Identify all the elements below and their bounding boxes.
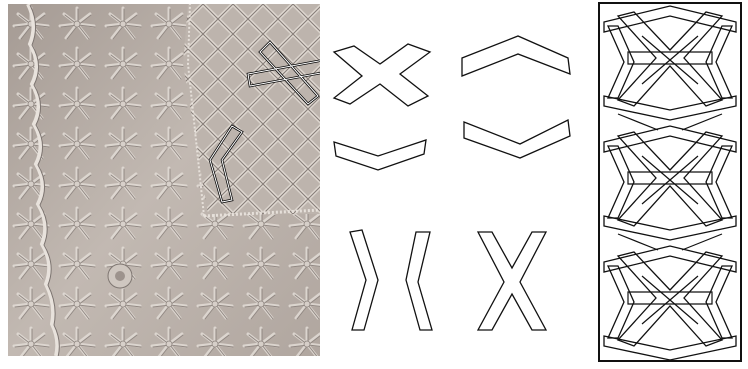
lower-chevron-motif-left bbox=[334, 140, 426, 170]
right-angle-bracket-motif bbox=[350, 230, 378, 330]
left-angle-bracket-motif bbox=[406, 232, 432, 330]
x-motif-top bbox=[334, 44, 430, 106]
carved-stone-image bbox=[8, 4, 320, 356]
x-motif-bottom bbox=[478, 232, 546, 330]
assembled-pattern-panel bbox=[598, 2, 742, 362]
carved-stone-photo bbox=[8, 4, 320, 356]
upper-chevron-motif bbox=[462, 36, 570, 76]
motif-set bbox=[320, 0, 590, 365]
lower-chevron-motif-right bbox=[464, 120, 570, 158]
